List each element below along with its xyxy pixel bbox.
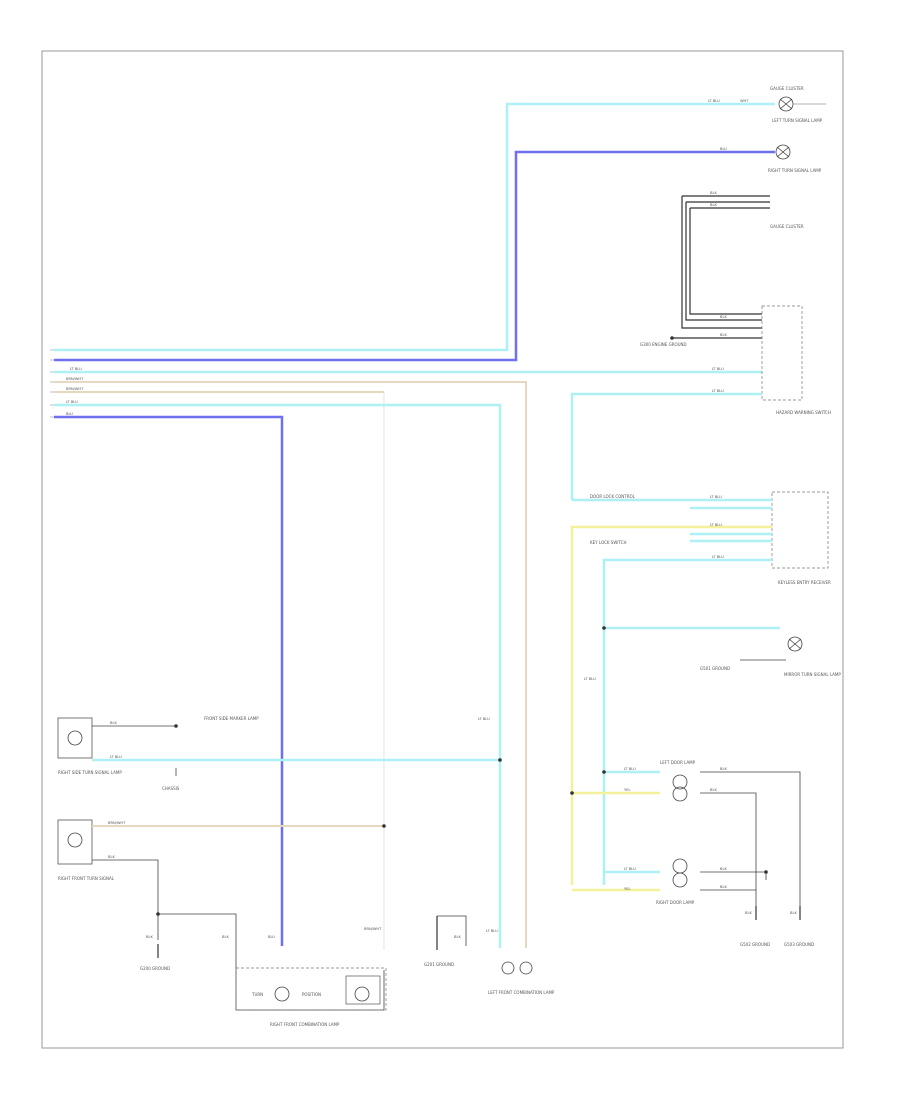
svg-text:CHASSIS: CHASSIS	[162, 786, 180, 791]
svg-text:GAUGE CLUSTER: GAUGE CLUSTER	[770, 224, 804, 229]
svg-text:BLK: BLK	[790, 911, 797, 915]
svg-text:BLK: BLK	[222, 935, 229, 939]
svg-text:HAZARD WARNING SWITCH: HAZARD WARNING SWITCH	[776, 410, 831, 415]
svg-text:BLU: BLU	[66, 412, 73, 416]
wire-blu-front	[54, 415, 284, 946]
svg-text:KEY LOCK SWITCH: KEY LOCK SWITCH	[590, 540, 626, 545]
keyless-entry-box	[771, 491, 829, 569]
svg-text:LT BLU: LT BLU	[712, 555, 724, 559]
svg-text:RIGHT SIDE TURN SIGNAL LAMP: RIGHT SIDE TURN SIGNAL LAMP	[58, 770, 122, 775]
svg-text:G501 GROUND: G501 GROUND	[700, 666, 730, 671]
right-front-turn-signal: RIGHT FRONT TURN SIGNAL	[57, 819, 115, 881]
right-side-turn-signal: RIGHT SIDE TURN SIGNAL LAMP	[57, 717, 122, 775]
door-grounds: BLK BLK G502 GROUND G503 GROUND	[740, 906, 814, 947]
diagram-border	[41, 50, 844, 1049]
svg-text:BLK: BLK	[710, 203, 717, 207]
svg-text:YEL: YEL	[624, 788, 630, 792]
svg-text:RIGHT DOOR LAMP: RIGHT DOOR LAMP	[656, 900, 695, 905]
left-door-blk-wire-2	[700, 792, 757, 906]
svg-text:BLK: BLK	[720, 885, 727, 889]
right-turn-signal-lamp: RIGHT TURN SIGNAL LAMP	[768, 144, 822, 173]
svg-text:RIGHT FRONT COMBINATION LAMP: RIGHT FRONT COMBINATION LAMP	[270, 1022, 340, 1027]
svg-text:WHT: WHT	[740, 99, 749, 103]
svg-text:G300 ENGINE GROUND: G300 ENGINE GROUND	[640, 342, 687, 347]
svg-text:BLK: BLK	[710, 191, 717, 195]
svg-text:LEFT DOOR LAMP: LEFT DOOR LAMP	[660, 760, 696, 765]
svg-text:G200 GROUND: G200 GROUND	[140, 966, 170, 971]
svg-text:BRN/WHT: BRN/WHT	[364, 927, 382, 931]
wire-lt-blu-front	[54, 403, 502, 948]
wire-lt-blu-hazard	[570, 392, 762, 500]
svg-text:FRONT SIDE MARKER LAMP: FRONT SIDE MARKER LAMP	[204, 716, 259, 721]
svg-text:BLU: BLU	[720, 147, 727, 151]
mirror-lamp: MIRROR TURN SIGNAL LAMP	[784, 636, 841, 677]
front-ground-wire-2	[158, 913, 385, 1011]
svg-text:LT BLU: LT BLU	[712, 367, 724, 371]
left-door-blk-wire	[700, 771, 801, 906]
svg-text:LT BLU: LT BLU	[584, 677, 596, 681]
hazard-switch-box	[761, 305, 803, 401]
left-connector-ticks	[50, 349, 54, 418]
left-door-lamp: LEFT DOOR LAMP	[660, 760, 696, 802]
svg-text:LT BLU: LT BLU	[624, 767, 636, 771]
wire-blu-top	[54, 150, 775, 362]
svg-text:BLK: BLK	[710, 788, 717, 792]
svg-text:BLK: BLK	[720, 767, 727, 771]
svg-text:LT BLU: LT BLU	[66, 400, 78, 404]
wire-lt-blu-top	[54, 102, 775, 352]
svg-text:KEYLESS ENTRY RECEIVER: KEYLESS ENTRY RECEIVER	[778, 580, 831, 585]
svg-text:LT BLU: LT BLU	[712, 389, 724, 393]
svg-text:POSITION: POSITION	[302, 992, 321, 997]
svg-text:BLK: BLK	[745, 911, 752, 915]
svg-text:LT BLU: LT BLU	[708, 99, 720, 103]
svg-text:G502 GROUND: G502 GROUND	[740, 942, 770, 947]
svg-text:G201 GROUND: G201 GROUND	[424, 962, 454, 967]
svg-text:BLK: BLK	[110, 721, 117, 725]
wire-lt-blu-doors	[602, 558, 772, 885]
svg-text:BLU: BLU	[268, 935, 275, 939]
svg-text:GAUGE CLUSTER: GAUGE CLUSTER	[770, 86, 804, 91]
front-ground-wire-1	[92, 859, 159, 940]
svg-text:BRN/WHT: BRN/WHT	[66, 387, 84, 391]
svg-text:BLK: BLK	[720, 867, 727, 871]
svg-text:LT BLU: LT BLU	[110, 755, 122, 759]
svg-text:LT BLU: LT BLU	[710, 495, 722, 499]
svg-text:LT BLU: LT BLU	[710, 523, 722, 527]
svg-text:YEL: YEL	[624, 887, 630, 891]
cluster-black-wires	[672, 195, 770, 339]
svg-text:BRN/WHT: BRN/WHT	[66, 377, 84, 381]
svg-text:BLK: BLK	[108, 855, 115, 859]
svg-text:RIGHT FRONT TURN SIGNAL: RIGHT FRONT TURN SIGNAL	[58, 876, 115, 881]
svg-text:BLK: BLK	[720, 315, 727, 319]
svg-text:DOOR LOCK CONTROL: DOOR LOCK CONTROL	[590, 494, 636, 499]
wire-yel-keyless	[570, 525, 772, 885]
svg-text:LT BLU: LT BLU	[478, 717, 490, 721]
svg-text:BLK: BLK	[454, 935, 461, 939]
right-door-lamp: RIGHT DOOR LAMP	[656, 858, 695, 905]
svg-text:BLK: BLK	[720, 333, 727, 337]
right-front-combination-lamp: TURN POSITION RIGHT FRONT COMBINATION LA…	[235, 967, 387, 1027]
svg-text:LT BLU: LT BLU	[624, 867, 636, 871]
svg-text:G503 GROUND: G503 GROUND	[784, 942, 814, 947]
svg-text:MIRROR TURN SIGNAL LAMP: MIRROR TURN SIGNAL LAMP	[784, 672, 841, 677]
svg-text:BLK: BLK	[146, 935, 153, 939]
left-front-combination-lamp: LEFT FRONT COMBINATION LAMP	[488, 961, 555, 995]
svg-text:RIGHT TURN SIGNAL LAMP: RIGHT TURN SIGNAL LAMP	[768, 168, 822, 173]
mid-ground-wire	[437, 915, 467, 946]
svg-text:TURN: TURN	[251, 992, 263, 997]
svg-text:LEFT FRONT COMBINATION LAMP: LEFT FRONT COMBINATION LAMP	[488, 990, 555, 995]
svg-text:LEFT TURN SIGNAL LAMP: LEFT TURN SIGNAL LAMP	[772, 118, 823, 123]
svg-text:BRN/WHT: BRN/WHT	[108, 821, 126, 825]
wire-brn-wht-1	[54, 381, 527, 948]
svg-text:LT BLU: LT BLU	[70, 367, 82, 371]
left-turn-signal-lamp: GAUGE CLUSTER LEFT TURN SIGNAL LAMP	[770, 86, 826, 123]
svg-text:LT BLU: LT BLU	[486, 929, 498, 933]
